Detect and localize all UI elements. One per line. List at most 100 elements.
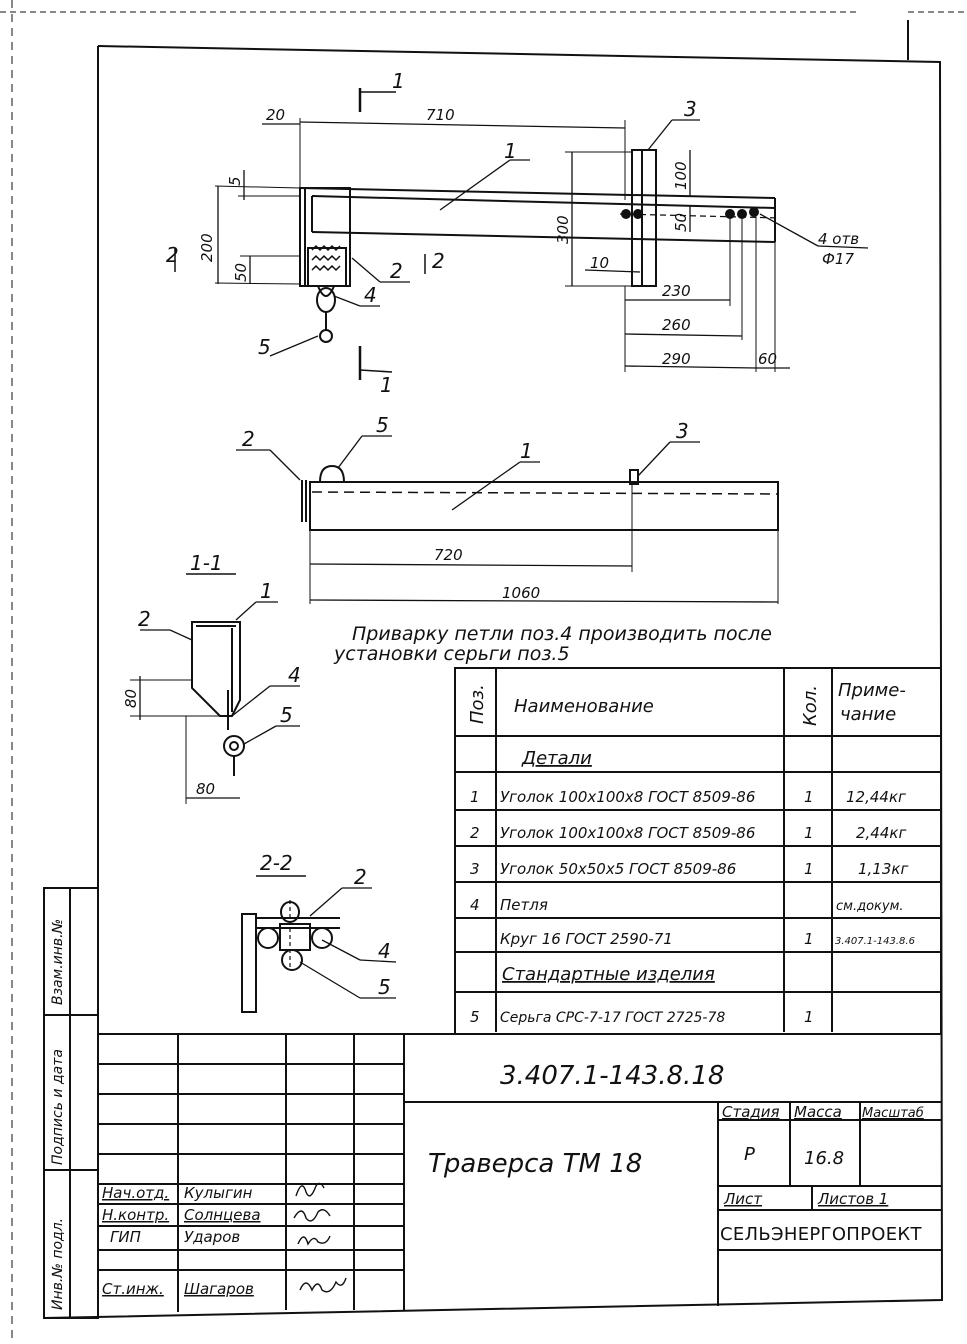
holes-count: 4 отв — [818, 230, 859, 248]
header-note-2: чание — [840, 704, 896, 725]
person-4: Шагаров — [184, 1280, 254, 1298]
callout-5-section22: 5 — [378, 975, 391, 999]
section-mark-2-right: 2 — [432, 249, 445, 273]
callout-2-top: 2 — [390, 259, 403, 283]
dim-80-horizontal: 80 — [196, 780, 215, 798]
section-standard: Стандартные изделия — [502, 964, 715, 985]
callout-4-section: 4 — [288, 663, 301, 687]
dim-50-left: 50 — [232, 263, 250, 282]
section-1-1 — [130, 573, 300, 804]
side-sign-date: Подпись и дата — [50, 1049, 66, 1165]
label-mass: Масса — [794, 1103, 842, 1121]
row-6-name: Серьга СРС-7-17 ГОСТ 2725-78 — [500, 1010, 725, 1026]
header-name: Наименование — [514, 696, 654, 717]
row-3-qty: 1 — [804, 860, 814, 878]
section-details: Детали — [521, 748, 592, 769]
row-3-note: 1,13кг — [858, 860, 908, 878]
row-6-pos: 5 — [470, 1008, 480, 1026]
header-pos: Поз. — [467, 684, 488, 724]
dim-100: 100 — [672, 161, 690, 190]
row-3-pos: 3 — [470, 860, 480, 878]
side-inv-orig: Инв.№ подл. — [50, 1218, 66, 1310]
row-4-note: см.докум. — [836, 899, 904, 914]
value-stage: Р — [744, 1144, 755, 1165]
dim-720: 720 — [434, 546, 463, 564]
dim-710: 710 — [426, 106, 455, 124]
header-qty: Кол. — [800, 685, 821, 726]
note-line-1: Приварку петли поз.4 производить после — [352, 623, 772, 645]
row-5-qty: 1 — [804, 930, 814, 948]
callout-3-top: 3 — [684, 97, 697, 121]
dim-200: 200 — [198, 233, 216, 262]
row-1-pos: 1 — [470, 788, 480, 806]
section-1-1-labels: 1-1 80 80 1 2 4 5 — [122, 551, 301, 798]
row-3-name: Уголок 50х50х5 ГОСТ 8509-86 — [500, 860, 736, 878]
title-block: 3.407.1-143.8.18 Траверса ТМ 18 Стадия М… — [102, 1061, 924, 1298]
label-sheets: Листов 1 — [817, 1190, 888, 1208]
note-line-2: установки серьги поз.5 — [333, 643, 570, 665]
section-mark-top: 1 — [392, 69, 405, 93]
doc-title: Траверса ТМ 18 — [428, 1149, 642, 1179]
row-1-note: 12,44кг — [846, 788, 906, 806]
role-4: Ст.инж. — [102, 1280, 164, 1298]
dim-300: 300 — [554, 215, 572, 244]
label-stage: Стадия — [722, 1103, 780, 1121]
title-block-grid — [97, 1033, 942, 1316]
dim-50-right: 50 — [672, 213, 690, 232]
holes-diameter: Ф17 — [822, 250, 854, 268]
plan-view — [236, 435, 779, 604]
label-sheet: Лист — [723, 1190, 763, 1208]
row-1-name: Уголок 100х100х8 ГОСТ 8509-86 — [500, 788, 755, 806]
label-scale: Масштаб — [862, 1106, 924, 1121]
dim-60: 60 — [758, 350, 777, 368]
header-note-1: Приме- — [838, 680, 906, 701]
row-4-name: Петля — [500, 896, 548, 914]
dim-1060: 1060 — [502, 584, 540, 602]
callout-5-section: 5 — [280, 703, 293, 727]
row-5-note: 3.407.1-143.8.6 — [835, 936, 915, 947]
role-3: ГИП — [110, 1228, 141, 1246]
callout-1-top: 1 — [504, 139, 517, 163]
dim-20: 20 — [266, 106, 285, 124]
row-6-qty: 1 — [804, 1008, 814, 1026]
row-5-name: Круг 16 ГОСТ 2590-71 — [500, 930, 673, 948]
person-1: Кулыгин — [184, 1184, 253, 1202]
dim-230: 230 — [662, 282, 691, 300]
row-2-pos: 2 — [470, 824, 480, 842]
dim-80-vertical: 80 — [122, 689, 140, 708]
signature-1 — [295, 1182, 325, 1197]
doc-code: 3.407.1-143.8.18 — [500, 1061, 724, 1091]
callout-2-plan: 2 — [242, 427, 255, 451]
side-inv-repl: Взам.инв.№ — [50, 919, 66, 1005]
plan-view-labels: 720 1060 2 5 3 1 — [242, 413, 689, 602]
callout-5-top: 5 — [258, 335, 271, 359]
signature-4 — [299, 1277, 347, 1293]
row-2-qty: 1 — [804, 824, 814, 842]
section-1-1-title: 1-1 — [190, 551, 223, 575]
callout-3-plan: 3 — [676, 419, 689, 443]
section-2-2-title: 2-2 — [260, 851, 293, 875]
section-mark-bottom: 1 — [380, 373, 393, 397]
row-1-qty: 1 — [804, 788, 814, 806]
callout-1-plan: 1 — [520, 439, 533, 463]
top-view — [174, 88, 869, 380]
role-2: Н.контр. — [102, 1206, 169, 1224]
person-2: Солнцева — [184, 1206, 261, 1224]
dim-290: 290 — [662, 350, 691, 368]
signature-3 — [297, 1235, 331, 1246]
callout-2-section22: 2 — [354, 865, 367, 889]
spec-table: Поз. Наименование Кол. Приме- чание Дета… — [467, 680, 915, 1026]
organization: СЕЛЬЭНЕРГОПРОЕКТ — [720, 1224, 923, 1245]
section-2-2 — [241, 875, 397, 1013]
spec-table-grid — [454, 667, 942, 1035]
row-2-note: 2,44кг — [856, 824, 906, 842]
callout-1-section: 1 — [260, 579, 273, 603]
section-2-2-labels: 2-2 2 4 5 — [260, 851, 391, 999]
signatures — [293, 1182, 347, 1293]
signature-2 — [293, 1209, 331, 1222]
section-mark-2-left: 2 — [166, 243, 179, 267]
callout-5-plan: 5 — [376, 413, 389, 437]
callout-4-section22: 4 — [378, 939, 391, 963]
dim-5: 5 — [226, 176, 244, 186]
